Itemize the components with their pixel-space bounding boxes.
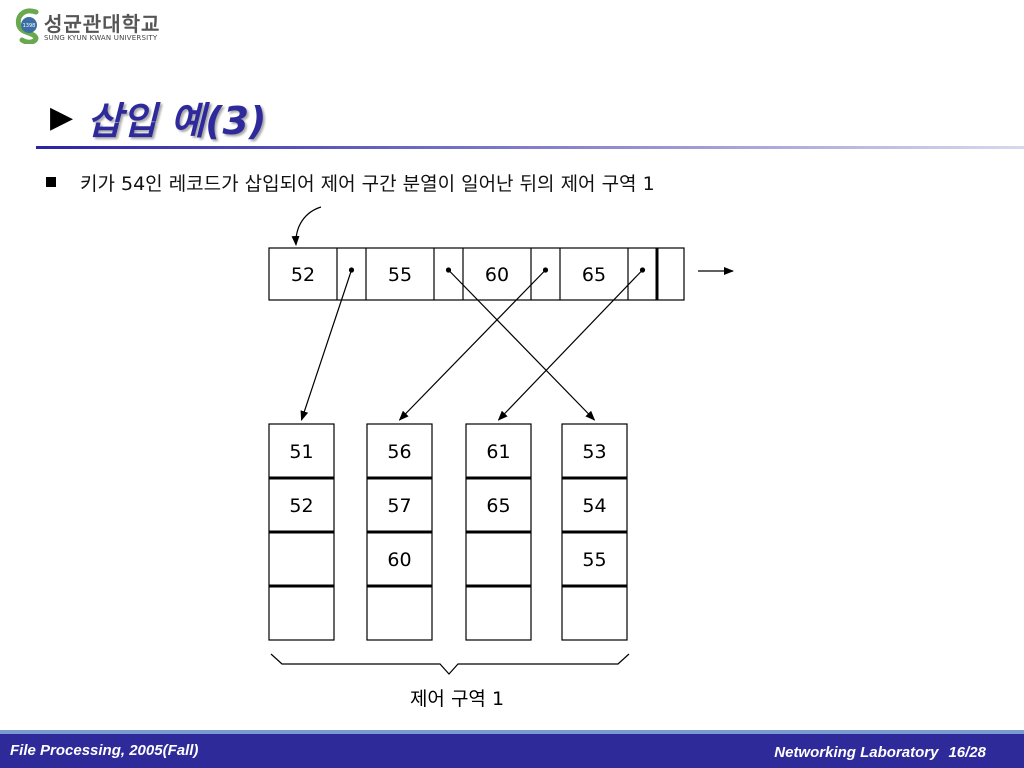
logo-year: 1398 xyxy=(23,23,36,29)
control-area-brace xyxy=(270,653,630,675)
bucket-key: 52 xyxy=(289,495,313,517)
bullet-square-icon xyxy=(46,177,56,187)
logo-english-name: SUNG KYUN KWAN UNIVERSITY xyxy=(44,34,158,42)
index-block xyxy=(268,247,685,301)
footer-lab: Networking Laboratory xyxy=(774,744,939,761)
index-key: 52 xyxy=(291,264,315,286)
title-underline xyxy=(36,146,1024,149)
bucket-key: 65 xyxy=(486,495,510,517)
bullet-text: 키가 54인 레코드가 삽입되어 제어 구간 분열이 일어난 뒤의 제어 구역 … xyxy=(80,172,655,195)
index-key: 60 xyxy=(485,264,509,286)
bucket-key: 61 xyxy=(486,441,510,463)
bullet-item: 키가 54인 레코드가 삽입되어 제어 구간 분열이 일어난 뒤의 제어 구역 … xyxy=(46,170,655,195)
title-arrow-icon: ▶ xyxy=(50,99,74,135)
bucket-pointer-arrow xyxy=(497,269,643,421)
index-key: 55 xyxy=(388,264,412,286)
bucket-pointer-arrow xyxy=(448,269,596,421)
incoming-pointer-arrow xyxy=(291,206,322,246)
brace-label: 제어 구역 1 xyxy=(410,688,504,710)
slide-title: ▶ 삽입 예(3) xyxy=(50,92,267,143)
bucket-key: 60 xyxy=(387,549,411,571)
footer-bar xyxy=(0,734,1024,768)
index-key: 65 xyxy=(582,264,606,286)
bucket-pointer-arrow xyxy=(398,269,546,421)
footer-page: 16/28 xyxy=(948,744,986,761)
bucket-key: 56 xyxy=(387,441,411,463)
footer-lab-page: Networking Laboratory 16/28 xyxy=(764,744,986,761)
bucket-key: 55 xyxy=(582,549,606,571)
bucket-key: 54 xyxy=(582,495,606,517)
university-emblem-icon: 1398 xyxy=(15,8,39,44)
footer-accent-line xyxy=(0,730,1024,734)
bucket-pointer-arrow xyxy=(300,269,353,421)
footer-course: File Processing, 2005(Fall) xyxy=(10,742,199,759)
title-text: 삽입 예(3) xyxy=(87,98,267,143)
control-area-diagram: 52 55 60 65 51 52 56 57 60 61 65 53 54 55 제어 구역 1 xyxy=(268,206,734,710)
logo-korean-name: 성균관대학교 xyxy=(44,12,161,36)
university-logo: 1398 성균관대학교 SUNG KYUN KWAN UNIVERSITY xyxy=(14,6,184,46)
bucket-key: 53 xyxy=(582,441,606,463)
bucket-key: 57 xyxy=(387,495,411,517)
bucket-key: 51 xyxy=(289,441,313,463)
